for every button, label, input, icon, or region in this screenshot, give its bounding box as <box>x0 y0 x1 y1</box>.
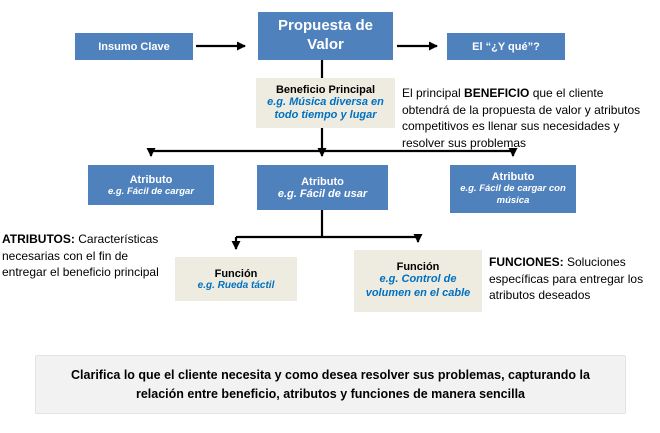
funcion-2-example: e.g. Control de volumen en el cable <box>365 273 471 299</box>
propuesta-de-valor-label: Propuesta de Valor <box>277 17 374 53</box>
atributo-3-box: Atributo e.g. Fácil de cargar con música <box>450 165 576 213</box>
atributo-2-example: e.g. Fácil de usar <box>277 187 368 200</box>
atributo-3-title: Atributo <box>491 171 535 184</box>
atributo-1-box: Atributo e.g. Fácil de cargar <box>88 165 214 205</box>
y-que-box: El “¿Y qué”? <box>447 33 565 60</box>
atributo-3-example: e.g. Fácil de cargar con música <box>460 183 566 206</box>
funciones-annotation: FUNCIONES: Soluciones específicas para e… <box>489 254 655 304</box>
insumo-clave-label: Insumo Clave <box>98 40 170 53</box>
atributo-2-box: Atributo e.g. Fácil de usar <box>257 165 388 210</box>
funcion-1-title: Función <box>214 267 258 280</box>
atributo-1-example: e.g. Fácil de cargar <box>107 185 195 197</box>
atributos-annotation-bold: ATRIBUTOS: <box>2 232 75 246</box>
funcion-2-title: Función <box>396 261 440 274</box>
beneficio-principal-title: Beneficio Principal <box>275 83 376 96</box>
beneficio-annotation-rest: que el cliente obtendrá de la propuesta … <box>402 86 641 150</box>
atributos-annotation-rest: Características necesarias con el fin de… <box>2 232 159 280</box>
atributo-1-title: Atributo <box>129 173 173 186</box>
beneficio-annotation-bold: BENEFICIO <box>464 86 530 100</box>
atributo-2-title: Atributo <box>301 175 344 188</box>
beneficio-principal-box: Beneficio Principal e.g. Música diversa … <box>256 78 395 128</box>
atributos-annotation: ATRIBUTOS: Características necesarias co… <box>2 231 174 281</box>
y-que-label: El “¿Y qué”? <box>472 40 540 53</box>
funciones-annotation-bold: FUNCIONES: <box>489 255 564 269</box>
funcion-1-box: Función e.g. Rueda táctil <box>175 257 297 301</box>
propuesta-de-valor-box: Propuesta de Valor <box>258 12 393 60</box>
beneficio-annotation-prefix: El principal <box>402 86 465 100</box>
beneficio-annotation: El principal BENEFICIO que el cliente ob… <box>402 85 654 151</box>
beneficio-principal-example: e.g. Música diversa en todo tiempo y lug… <box>267 95 384 121</box>
funciones-annotation-rest: Soluciones específicas para entregar los… <box>489 255 644 303</box>
insumo-clave-box: Insumo Clave <box>75 33 193 60</box>
summary-box: Clarifica lo que el cliente necesita y c… <box>35 355 626 414</box>
funcion-2-box: Función e.g. Control de volumen en el ca… <box>354 250 482 312</box>
summary-text: Clarifica lo que el cliente necesita y c… <box>71 367 590 401</box>
funcion-1-example: e.g. Rueda táctil <box>197 279 275 291</box>
